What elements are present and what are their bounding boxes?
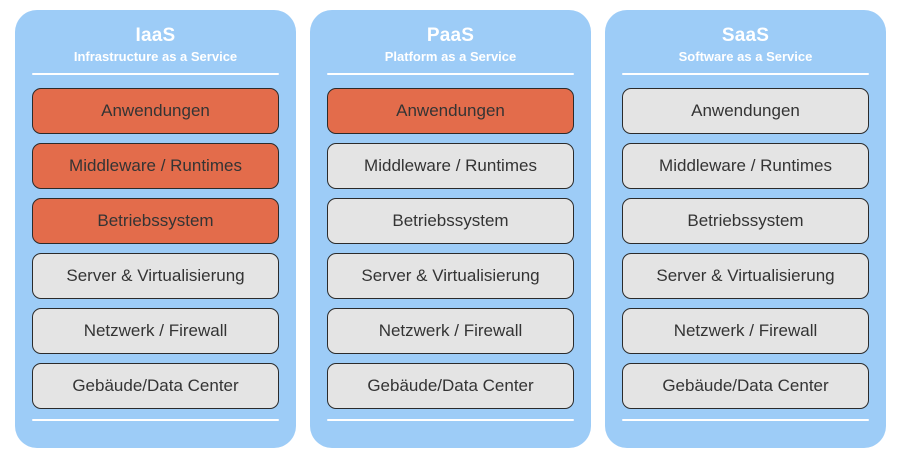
layer-middleware-runtimes-iaas: Middleware / Runtimes	[32, 143, 279, 189]
layer-server-virtualisierung-saas: Server & Virtualisierung	[622, 253, 869, 299]
card-subtitle-saas: Software as a Service	[678, 49, 813, 64]
layer-gebaeude-data-center-paas: Gebäude/Data Center	[327, 363, 574, 409]
card-footer-spacer-iaas	[32, 421, 279, 448]
layer-anwendungen-saas: Anwendungen	[622, 88, 869, 134]
layer-stack-paas: Anwendungen Middleware / Runtimes Betrie…	[327, 88, 574, 409]
layer-server-virtualisierung-iaas: Server & Virtualisierung	[32, 253, 279, 299]
card-title-saas: SaaS	[721, 25, 770, 46]
layer-betriebssystem-paas: Betriebssystem	[327, 198, 574, 244]
layer-betriebssystem-saas: Betriebssystem	[622, 198, 869, 244]
layer-anwendungen-iaas: Anwendungen	[32, 88, 279, 134]
layer-middleware-runtimes-paas: Middleware / Runtimes	[327, 143, 574, 189]
layer-anwendungen-paas: Anwendungen	[327, 88, 574, 134]
layer-middleware-runtimes-saas: Middleware / Runtimes	[622, 143, 869, 189]
layer-gebaeude-data-center-iaas: Gebäude/Data Center	[32, 363, 279, 409]
layer-server-virtualisierung-paas: Server & Virtualisierung	[327, 253, 574, 299]
header-divider-iaas	[32, 73, 279, 75]
card-title-iaas: IaaS	[135, 25, 176, 46]
header-divider-paas	[327, 73, 574, 75]
service-model-card-saas: SaaS Software as a Service Anwendungen M…	[605, 10, 886, 448]
card-header-saas: SaaS Software as a Service	[622, 24, 869, 71]
card-subtitle-paas: Platform as a Service	[384, 49, 517, 64]
layer-netzwerk-firewall-iaas: Netzwerk / Firewall	[32, 308, 279, 354]
card-footer-spacer-saas	[622, 421, 869, 448]
card-title-paas: PaaS	[426, 25, 475, 46]
layer-gebaeude-data-center-saas: Gebäude/Data Center	[622, 363, 869, 409]
layer-netzwerk-firewall-paas: Netzwerk / Firewall	[327, 308, 574, 354]
card-footer-spacer-paas	[327, 421, 574, 448]
card-header-paas: PaaS Platform as a Service	[327, 24, 574, 71]
card-header-iaas: IaaS Infrastructure as a Service	[32, 24, 279, 71]
layer-stack-saas: Anwendungen Middleware / Runtimes Betrie…	[622, 88, 869, 409]
service-model-card-iaas: IaaS Infrastructure as a Service Anwendu…	[15, 10, 296, 448]
footer-divider-paas	[327, 419, 574, 421]
service-model-card-paas: PaaS Platform as a Service Anwendungen M…	[310, 10, 591, 448]
layer-netzwerk-firewall-saas: Netzwerk / Firewall	[622, 308, 869, 354]
footer-divider-saas	[622, 419, 869, 421]
layer-stack-iaas: Anwendungen Middleware / Runtimes Betrie…	[32, 88, 279, 409]
header-divider-saas	[622, 73, 869, 75]
card-subtitle-iaas: Infrastructure as a Service	[73, 49, 238, 64]
layer-betriebssystem-iaas: Betriebssystem	[32, 198, 279, 244]
footer-divider-iaas	[32, 419, 279, 421]
